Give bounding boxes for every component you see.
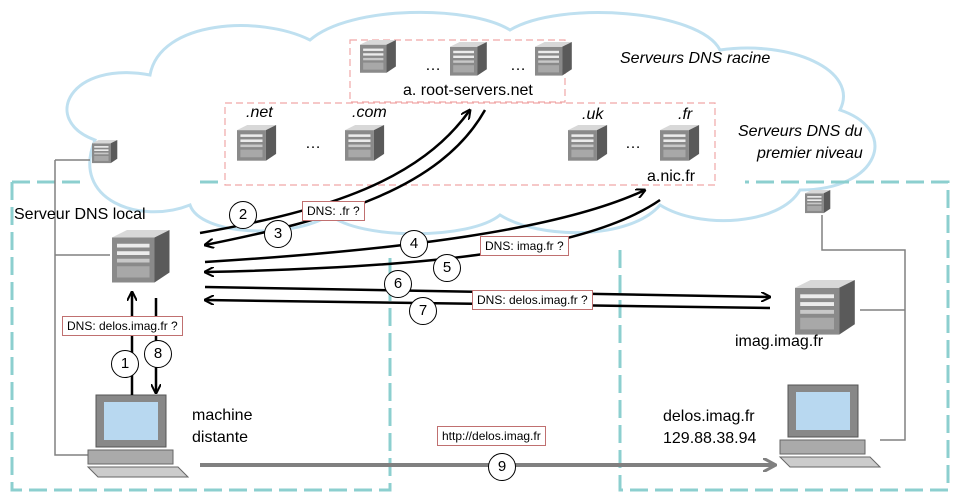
query-delos-top-box: DNS: delos.imag.fr ? <box>472 290 593 310</box>
root-server-3 <box>535 42 572 76</box>
root-server-name: a. root-servers.net <box>403 82 533 99</box>
ellipsis-tld-left: … <box>305 135 321 152</box>
small-host-left <box>92 140 118 164</box>
delos-computer <box>778 384 882 468</box>
step-6-badge: 6 <box>384 270 412 298</box>
arrow-step-3 <box>205 109 487 245</box>
tld-server-name: a.nic.fr <box>647 168 696 185</box>
delos-name-label: delos.imag.fr <box>663 408 755 425</box>
root-server-1 <box>360 40 396 73</box>
remote-machine-computer <box>86 394 190 478</box>
root-server-2 <box>450 42 487 76</box>
local-dns-server <box>112 230 170 283</box>
tld-servers-box <box>224 102 716 186</box>
tld-server-uk <box>568 125 608 161</box>
ellipsis-root-1: … <box>425 57 441 74</box>
tld-label-fr: .fr <box>678 106 693 123</box>
tld-label-com: .com <box>352 104 387 121</box>
query-imag-box: DNS: imag.fr ? <box>480 236 569 256</box>
tld-title-line2: premier niveau <box>757 145 863 162</box>
tld-server-com <box>345 125 385 161</box>
local-dns-label: Serveur DNS local <box>14 206 146 223</box>
tld-server-fr <box>660 125 700 161</box>
step-7-badge: 7 <box>409 297 437 325</box>
root-servers-title: Serveurs DNS racine <box>620 50 771 67</box>
imag-server-label: imag.imag.fr <box>735 333 824 350</box>
http-request-box: http://delos.imag.fr <box>437 426 546 446</box>
tld-label-uk: .uk <box>582 106 604 123</box>
query-delos-local-box: DNS: delos.imag.fr ? <box>62 316 183 336</box>
step-4-badge: 4 <box>400 230 428 258</box>
imag-dns-server <box>795 280 855 335</box>
step-8-badge: 8 <box>144 340 172 368</box>
remote-machine-label-2: distante <box>192 429 249 446</box>
tld-label-net: .net <box>246 104 273 121</box>
delos-ip-label: 129.88.38.94 <box>663 430 757 447</box>
remote-lan-box <box>618 180 950 492</box>
ellipsis-root-2: … <box>510 57 526 74</box>
step-9-badge: 9 <box>488 453 516 481</box>
step-2-badge: 2 <box>229 201 257 229</box>
small-host-right <box>805 190 831 214</box>
tld-title-line1: Serveurs DNS du <box>738 123 863 140</box>
remote-machine-label-1: machine <box>192 407 253 424</box>
step-1-badge: 1 <box>111 350 139 378</box>
arrow-step-4 <box>204 190 645 264</box>
local-lan-box <box>10 182 392 492</box>
step-3-badge: 3 <box>264 220 292 248</box>
tld-server-net <box>237 125 277 161</box>
query-fr-box: DNS: .fr ? <box>302 201 365 221</box>
step-5-badge: 5 <box>433 254 461 282</box>
ellipsis-tld-right: … <box>625 135 641 152</box>
arrow-step-5 <box>205 198 661 272</box>
